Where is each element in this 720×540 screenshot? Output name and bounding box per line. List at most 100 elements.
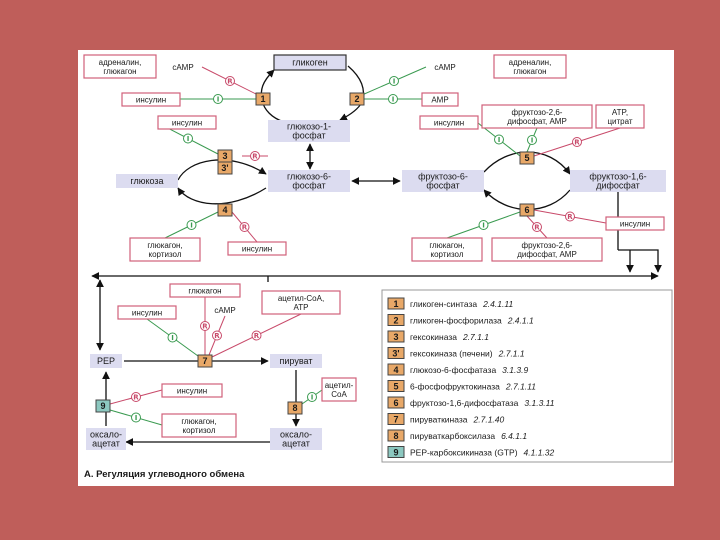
metabolite-label-oxaloacetate-right: оксало-ацетат: [280, 430, 312, 449]
g6pase-arc: [177, 187, 267, 205]
legend-number: 3': [392, 349, 399, 359]
marker-symbol: I: [187, 135, 190, 143]
marker-symbol: R: [242, 224, 248, 232]
legend-number-box: [387, 363, 405, 376]
legend-number: 5: [393, 382, 398, 392]
regulator-label-glucagon-pk: глюкагон: [188, 287, 221, 296]
legend-enzyme-name: гексокиназа: [410, 332, 457, 342]
regulator-label-glucagon-cortisol-right: глюкагон,кортизол: [429, 241, 464, 259]
regulator-box-fructose26-bottom: [491, 237, 603, 262]
marker-symbol: R: [567, 213, 573, 221]
regulator-label-acetyl-atp: ацетил-CoA,ATP: [278, 294, 324, 312]
marker-symbol: R: [252, 153, 258, 161]
marker-symbol: I: [393, 78, 396, 86]
enzyme-node-label: 8: [292, 403, 297, 413]
regulator-box-adrenaline-right: [493, 54, 567, 79]
activation-marker-icon: [131, 412, 141, 423]
enzyme-node-10: [95, 399, 111, 413]
enzyme-node-label: 5: [524, 153, 529, 163]
marker-symbol: I: [311, 394, 314, 402]
legend-number-box: [387, 429, 405, 442]
metabolite-box-pep: [90, 354, 122, 368]
enzyme-node-5: [217, 203, 233, 217]
regulator-label-adrenaline-right: адреналин,глюкагон: [509, 58, 552, 76]
marker-symbol: R: [254, 332, 260, 340]
legend-number-box: [387, 446, 405, 458]
regulator-label-glucagon-cortisol-left: глюкагон,кортизол: [147, 241, 182, 259]
regulator-box-acetyl-atp: [261, 290, 341, 315]
legend-ec-number: 2.7.1.1: [462, 332, 489, 342]
regulator-label-adrenaline-left: адреналин,глюкагон: [99, 58, 142, 76]
enzyme-node-6: [519, 151, 535, 165]
metabolite-label-glucose: глюкоза: [130, 176, 163, 186]
marker-symbol: R: [534, 224, 540, 232]
legend-number-box: [387, 330, 405, 343]
activation-marker-icon: [307, 392, 317, 402]
activation-marker-icon: [389, 76, 399, 86]
metabolite-label-glycogen: гликоген: [292, 58, 327, 68]
inhibition-marker-icon: [565, 211, 575, 222]
activation-marker-icon: [183, 133, 193, 144]
enzyme-node-label: 3': [221, 163, 228, 173]
marker-symbol: I: [217, 96, 220, 104]
marker-symbol: R: [574, 139, 580, 147]
inhibition-marker-icon: [251, 330, 262, 341]
enzyme-node-4: [217, 161, 233, 175]
legend-ec-number: 2.7.1.1: [498, 349, 525, 359]
regulator-label-camp-left: cAMP: [172, 63, 193, 72]
metabolite-label-pyruvate: пируват: [280, 356, 313, 366]
legend-number: 8: [393, 431, 398, 441]
marker-symbol: I: [171, 334, 174, 342]
regulator-label-insulin-right: инсулин: [434, 119, 464, 128]
legend-number: 7: [393, 415, 398, 425]
marker-symbol: I: [498, 136, 501, 144]
legend-number-box: [387, 413, 405, 425]
regulator-label-fructose26-top: фруктозо-2,6-дифосфат, AMP: [507, 108, 567, 126]
hexokinase-arc: [177, 159, 267, 181]
regulator-box-amp: [421, 92, 459, 107]
regulator-label-insulin-pk: инсулин: [132, 309, 162, 318]
regulator-box-fructose26-top: [481, 104, 593, 129]
activation-marker-icon: [527, 135, 537, 145]
regulator-box-insulin-top: [121, 92, 181, 107]
enzyme-node-label: 1: [260, 94, 265, 104]
regulator-label-insulin-right2: инсулин: [620, 220, 650, 229]
regulator-box-insulin-lower: [227, 241, 287, 256]
metabolite-box-g1p: [268, 120, 350, 142]
activation-marker-icon: [494, 134, 504, 145]
marker-symbol: R: [202, 323, 208, 331]
enzyme-node-label: 6: [524, 205, 529, 215]
regulator-label-atp-citrate: ATP,цитрат: [607, 108, 632, 126]
regulator-box-insulin-mid: [157, 115, 217, 130]
metabolite-label-f6p: фруктозо-6-фосфат: [418, 172, 468, 191]
legend-enzyme-name: фруктозо-1,6-дифосфатаза: [410, 398, 519, 408]
regulator-label-glucagon-cortisol-pepck: глюкагон,кортизол: [181, 417, 216, 435]
inhibition-marker-icon: [225, 76, 235, 86]
marker-symbol: R: [227, 78, 233, 86]
legend-enzyme-name: пируваткарбоксилаза: [410, 431, 495, 441]
regulator-label-insulin-mid: инсулин: [172, 119, 202, 128]
enzyme-node-label: 2: [354, 94, 359, 104]
regulator-box-glucagon-cortisol-pepck: [161, 413, 237, 438]
regulator-box-insulin-right: [419, 115, 479, 130]
activation-marker-icon: [167, 332, 178, 343]
regulator-label-fructose26-bottom: фруктозо-2,6-дифосфат, AMP: [517, 241, 577, 259]
enzyme-node-label: 3: [222, 151, 227, 161]
legend-number: 4: [393, 365, 398, 375]
legend-ec-number: 3.1.3.11: [524, 398, 554, 408]
metabolite-box-glucose: [116, 174, 178, 188]
metabolite-label-oxaloacetate-left: оксало-ацетат: [90, 430, 122, 449]
regulator-box-insulin-pk: [117, 305, 177, 320]
regulator-box-adrenaline-left: [83, 54, 157, 79]
activation-marker-icon: [213, 94, 223, 104]
legend-number-box: [387, 380, 405, 392]
legend-enzyme-name: PEP-карбоксикиназа (GTP): [410, 448, 518, 458]
metabolite-label-g6p: глюкозо-6-фосфат: [287, 172, 331, 191]
enzyme-node-2: [349, 92, 365, 106]
regulator-box-glucagon-cortisol-left: [129, 237, 201, 262]
regulator-box-atp-citrate: [595, 104, 645, 129]
inhibition-marker-icon: [200, 321, 210, 331]
inhibition-marker-icon: [250, 151, 260, 161]
legend-enzyme-name: глюкозо-6-фосфатаза: [410, 365, 496, 375]
